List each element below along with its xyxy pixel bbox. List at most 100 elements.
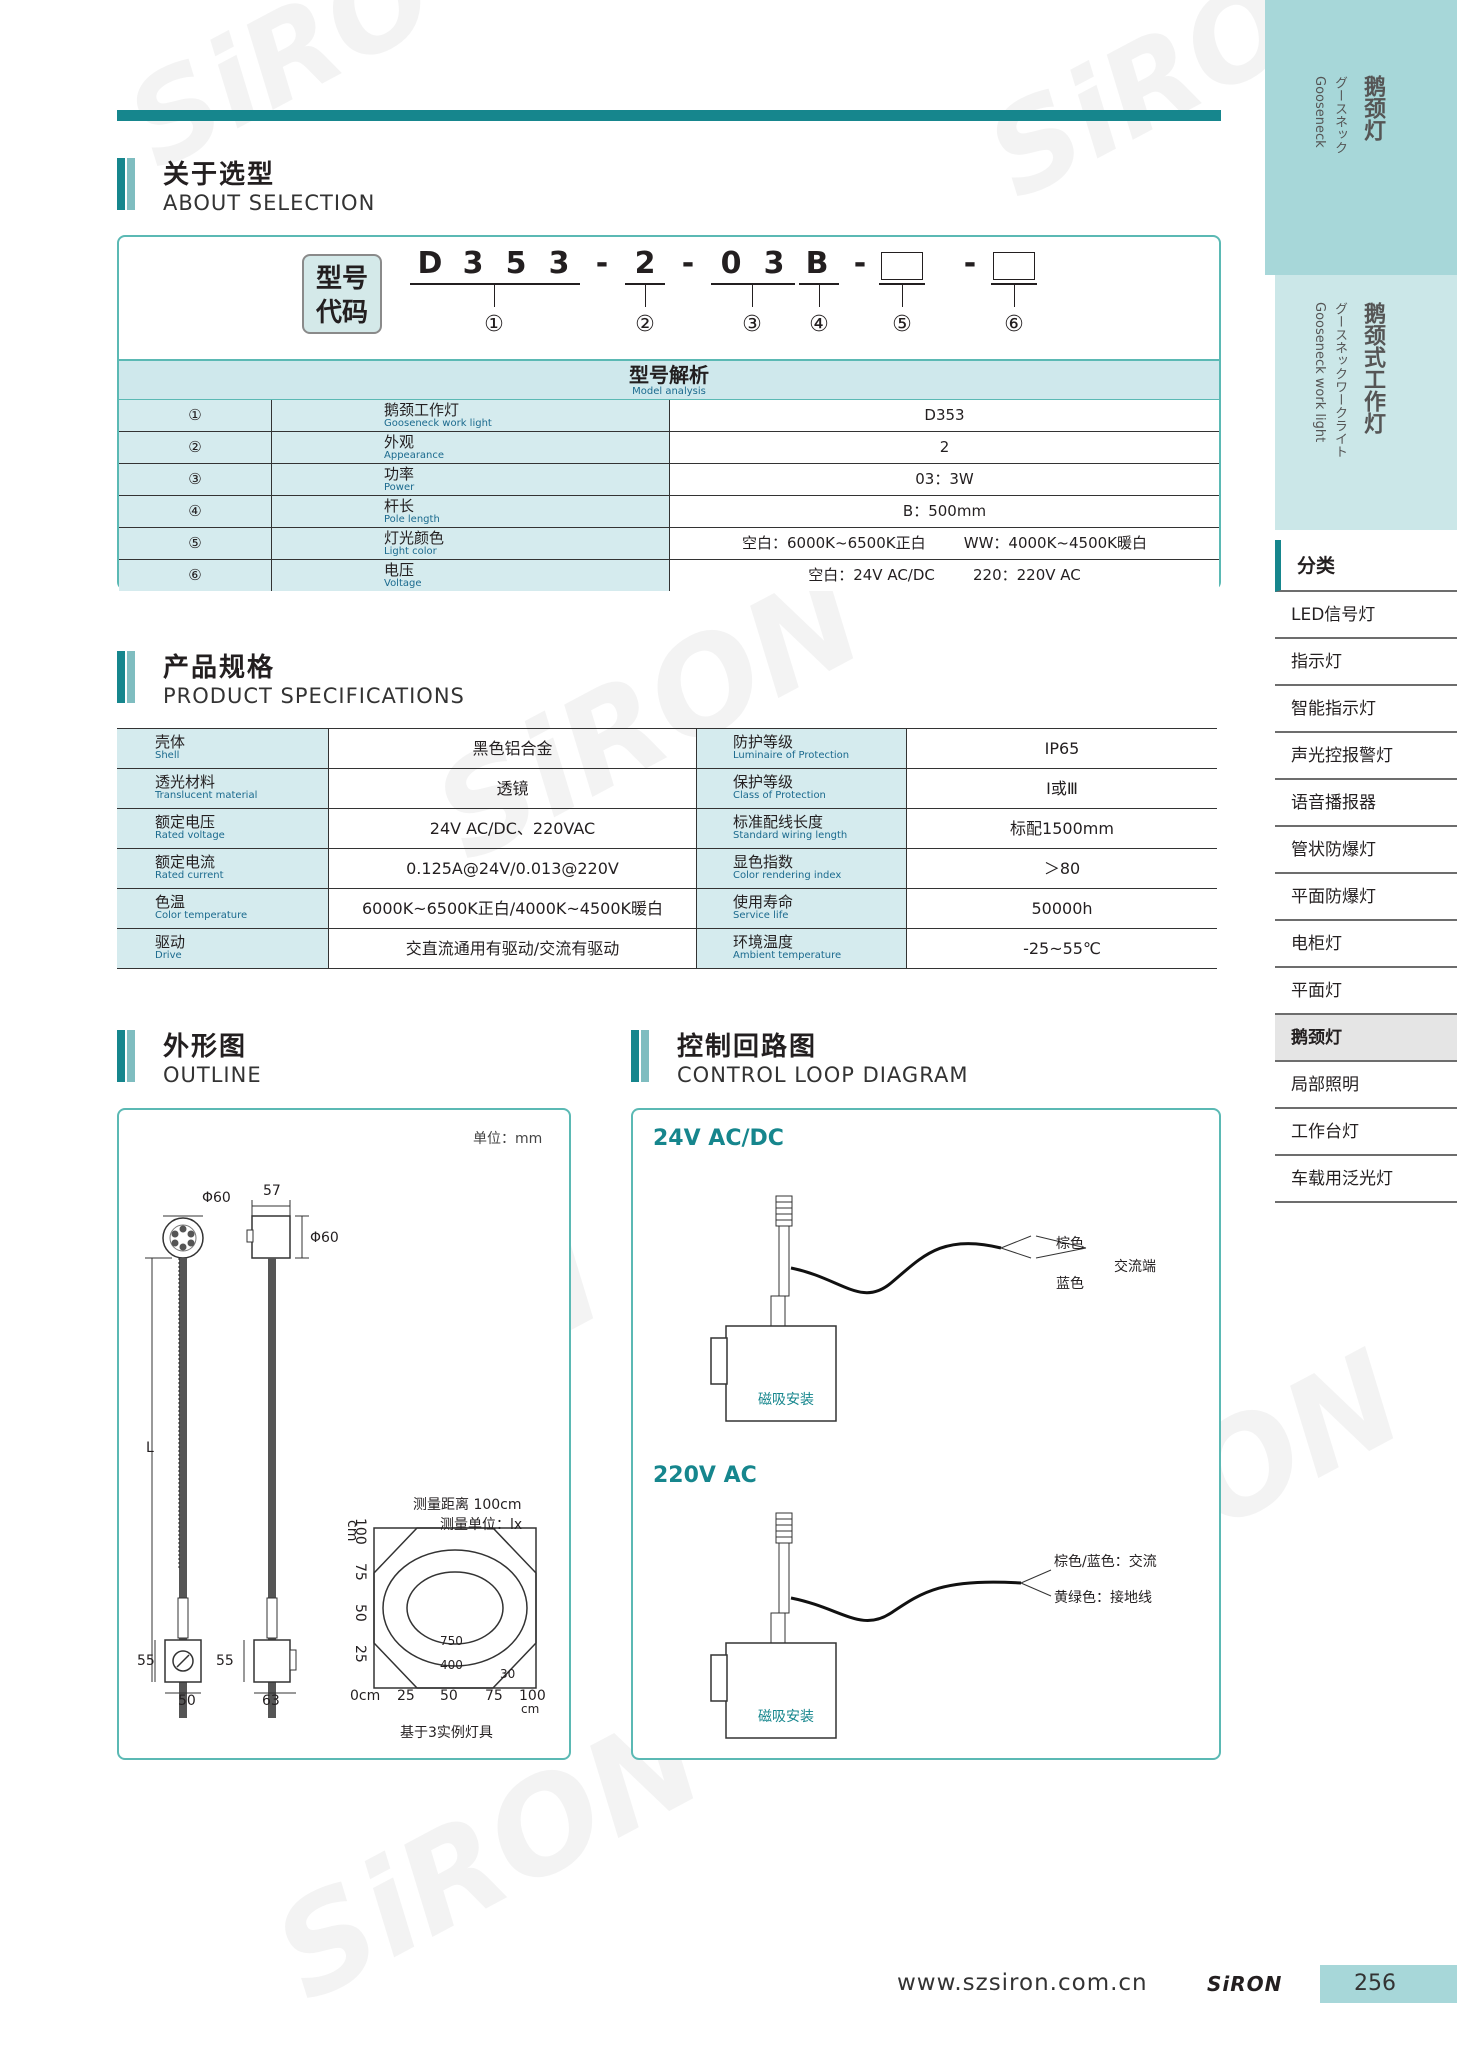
- row-number: ④: [119, 496, 272, 527]
- magnetic-mount-label-ac: 磁吸安装: [758, 1709, 814, 1725]
- spec-value: 6000K~6500K正白/4000K~4500K暖白: [329, 889, 697, 928]
- analysis-header: 型号解析 Model analysis: [119, 359, 1219, 400]
- lux-y-tick: 100: [352, 1518, 368, 1545]
- lux-caption: 基于3实例灯具: [400, 1725, 493, 1741]
- lamp-dc: [710, 1195, 1087, 1422]
- dim-phi60-front: Φ60: [202, 1190, 231, 1206]
- spec-key-en: Rated voltage: [155, 830, 225, 841]
- dim-63: 63: [262, 1693, 280, 1709]
- code-placeholder-5: [881, 252, 923, 280]
- section-marker: [117, 158, 135, 210]
- code-char: -: [681, 246, 695, 281]
- sidebar-item-gooseneck[interactable]: 鹅颈灯: [1275, 1015, 1457, 1062]
- section-subtitle-spec: PRODUCT SPECIFICATIONS: [163, 684, 465, 708]
- ac-terminal-label: 交流端: [1114, 1259, 1156, 1275]
- spec-value: 透镜: [329, 769, 697, 808]
- outline-drawing: [145, 1200, 537, 1718]
- sidebar-item-voice[interactable]: 语音播报器: [1275, 780, 1457, 827]
- row-label-zh: 电压: [384, 561, 415, 579]
- base-side: [253, 1639, 291, 1683]
- sidebar-item-vehicle[interactable]: 车载用泛光灯: [1275, 1156, 1457, 1203]
- control-title-ac: 220V AC: [653, 1463, 757, 1488]
- spec-key-zh: 显色指数: [733, 853, 794, 871]
- code-underline-2: [625, 283, 665, 285]
- sidebar-item-alarm[interactable]: 声光控报警灯: [1275, 733, 1457, 780]
- control-title-dc: 24V AC/DC: [653, 1126, 784, 1151]
- spec-key-zh: 透光材料: [155, 773, 216, 791]
- sidebar-item-cabinet[interactable]: 电柜灯: [1275, 921, 1457, 968]
- row-label-en: Pole length: [384, 514, 440, 525]
- spec-value: -25~55℃: [1023, 939, 1101, 958]
- row-value: 空白：24V AC/DC 220：220V AC: [670, 560, 1219, 591]
- code-marker: ①: [484, 312, 504, 337]
- spec-value: 24V AC/DC、220VAC: [329, 809, 697, 848]
- sidebar-item-indicator[interactable]: 指示灯: [1275, 639, 1457, 686]
- row-label-zh: 鹅颈工作灯: [384, 401, 460, 419]
- sidebar-category-en: Gooseneck: [1312, 76, 1327, 148]
- section-marker: [631, 1030, 649, 1082]
- code-marker: ④: [809, 312, 829, 337]
- row-value: 2: [670, 432, 1219, 463]
- lux-y-tick: 50: [352, 1604, 368, 1622]
- dim-length: L: [146, 1440, 154, 1456]
- spec-key-en: Drive: [155, 950, 182, 961]
- spec-key-zh: 额定电流: [155, 853, 216, 871]
- sidebar-category-jp: グースネック: [1332, 76, 1347, 154]
- row-label-zh: 灯光颜色: [384, 529, 445, 547]
- spec-value: 标配1500mm: [1010, 819, 1114, 838]
- spec-key-en: Class of Protection: [733, 790, 826, 801]
- code-leader: [902, 285, 903, 307]
- gooseneck-side: [268, 1258, 276, 1718]
- code-leader: [645, 285, 646, 307]
- dim-50: 50: [178, 1693, 196, 1709]
- badge-line-2: 代码: [315, 298, 368, 328]
- footer-url[interactable]: www.szsiron.com.cn: [897, 1970, 1148, 1996]
- section-title-outline: 外形图: [163, 1032, 248, 1062]
- code-marker: ⑥: [1004, 312, 1024, 337]
- spec-value: 交直流通用有驱动/交流有驱动: [329, 929, 697, 968]
- section-marker: [117, 651, 135, 703]
- row-number: ①: [119, 400, 272, 431]
- lux-chart-frame: [373, 1527, 537, 1689]
- sidebar-item-local[interactable]: 局部照明: [1275, 1062, 1457, 1109]
- code-leader: [1014, 285, 1015, 307]
- sidebar-item-flat[interactable]: 平面灯: [1275, 968, 1457, 1015]
- sidebar-menu: 分类 LED信号灯 指示灯 智能指示灯 声光控报警灯 语音播报器 管状防爆灯 平…: [1275, 540, 1457, 1203]
- lux-value-400: 400: [440, 1658, 463, 1672]
- section-subtitle-outline: OUTLINE: [163, 1063, 262, 1087]
- sidebar-item-tube-explosion[interactable]: 管状防爆灯: [1275, 827, 1457, 874]
- sidebar-category-tab: [1265, 0, 1457, 275]
- lux-x-unit: cm: [521, 1702, 540, 1716]
- spec-key-en: Standard wiring length: [733, 830, 848, 841]
- code-underline-1: [410, 283, 580, 285]
- lux-contour-inner: [406, 1571, 504, 1645]
- sidebar-item-led-signal[interactable]: LED信号灯: [1275, 592, 1457, 639]
- sidebar-item-desk[interactable]: 工作台灯: [1275, 1109, 1457, 1156]
- wire-brown-label: 棕色: [1056, 1236, 1084, 1252]
- sidebar-item-flat-explosion[interactable]: 平面防爆灯: [1275, 874, 1457, 921]
- wire-ac-label: 棕色/蓝色：交流: [1054, 1554, 1157, 1570]
- spec-key-zh: 额定电压: [155, 813, 216, 831]
- watermark: SiRO: [106, 0, 456, 196]
- section-title-spec: 产品规格: [163, 653, 276, 683]
- sidebar-item-smart-indicator[interactable]: 智能指示灯: [1275, 686, 1457, 733]
- sidebar-category-zh: 鹅颈灯: [1360, 75, 1385, 141]
- spec-value: Ⅰ或Ⅲ: [1046, 779, 1078, 798]
- lux-y-unit: cm: [344, 1520, 360, 1542]
- wire-ground-label: 黄绿色：接地线: [1054, 1590, 1152, 1606]
- code-underline-6: [991, 283, 1037, 285]
- spec-value: IP65: [1044, 739, 1080, 758]
- code-char: B: [805, 246, 829, 281]
